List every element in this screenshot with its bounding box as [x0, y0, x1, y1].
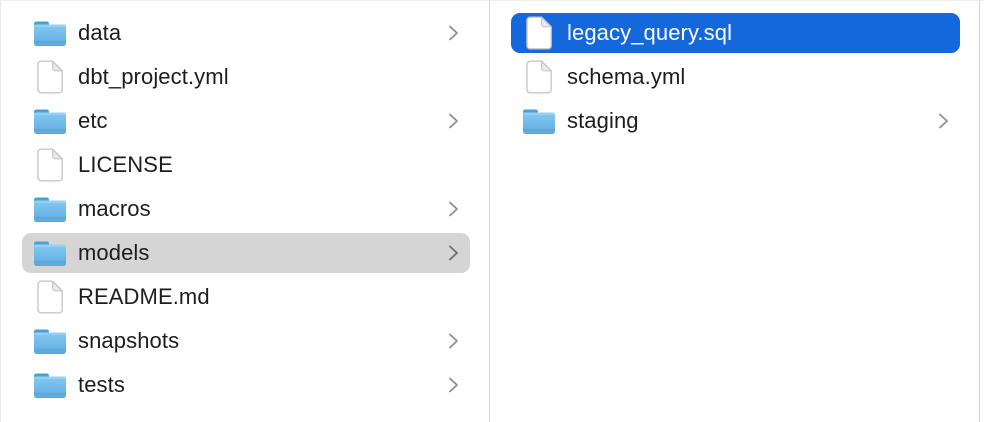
folder-row[interactable]: staging [490, 99, 979, 143]
folder-icon [31, 14, 69, 52]
chevron-right-icon [448, 376, 459, 394]
item-label: tests [78, 372, 125, 397]
finder-column-empty [980, 1, 984, 422]
file-row[interactable]: README.md [1, 275, 489, 319]
item-label: schema.yml [567, 64, 686, 89]
chevron-right-icon [448, 244, 459, 262]
file-row[interactable]: schema.yml [490, 55, 979, 99]
file-icon [520, 58, 558, 96]
file-row[interactable]: dbt_project.yml [1, 55, 489, 99]
finder-column-right: legacy_query.sql schema.yml [490, 1, 980, 422]
folder-row[interactable]: snapshots [1, 319, 489, 363]
folder-row[interactable]: models [1, 231, 489, 275]
item-label: LICENSE [78, 152, 173, 177]
folder-row[interactable]: tests [1, 363, 489, 407]
item-label: etc [78, 108, 108, 133]
folder-icon [31, 102, 69, 140]
file-row[interactable]: LICENSE [1, 143, 489, 187]
item-label: README.md [78, 284, 210, 309]
chevron-right-icon [448, 24, 459, 42]
file-icon [31, 278, 69, 316]
chevron-right-icon [448, 332, 459, 350]
folder-row[interactable]: macros [1, 187, 489, 231]
folder-row[interactable]: etc [1, 99, 489, 143]
item-label: legacy_query.sql [567, 20, 733, 45]
item-label: macros [78, 196, 151, 221]
item-label: models [78, 240, 150, 265]
chevron-right-icon [448, 200, 459, 218]
folder-icon [520, 102, 558, 140]
folder-icon [31, 234, 69, 272]
finder-column-left: data dbt_project.yml [0, 1, 490, 422]
item-label: data [78, 20, 122, 45]
chevron-right-icon [938, 112, 949, 130]
file-icon [31, 146, 69, 184]
folder-icon [31, 366, 69, 404]
file-row[interactable]: legacy_query.sql [490, 11, 979, 55]
chevron-right-icon [448, 112, 459, 130]
file-icon [520, 14, 558, 52]
item-label: snapshots [78, 328, 180, 353]
folder-row[interactable]: data [1, 11, 489, 55]
file-icon [31, 58, 69, 96]
item-label: staging [567, 108, 639, 133]
folder-icon [31, 322, 69, 360]
folder-icon [31, 190, 69, 228]
item-label: dbt_project.yml [78, 64, 229, 89]
